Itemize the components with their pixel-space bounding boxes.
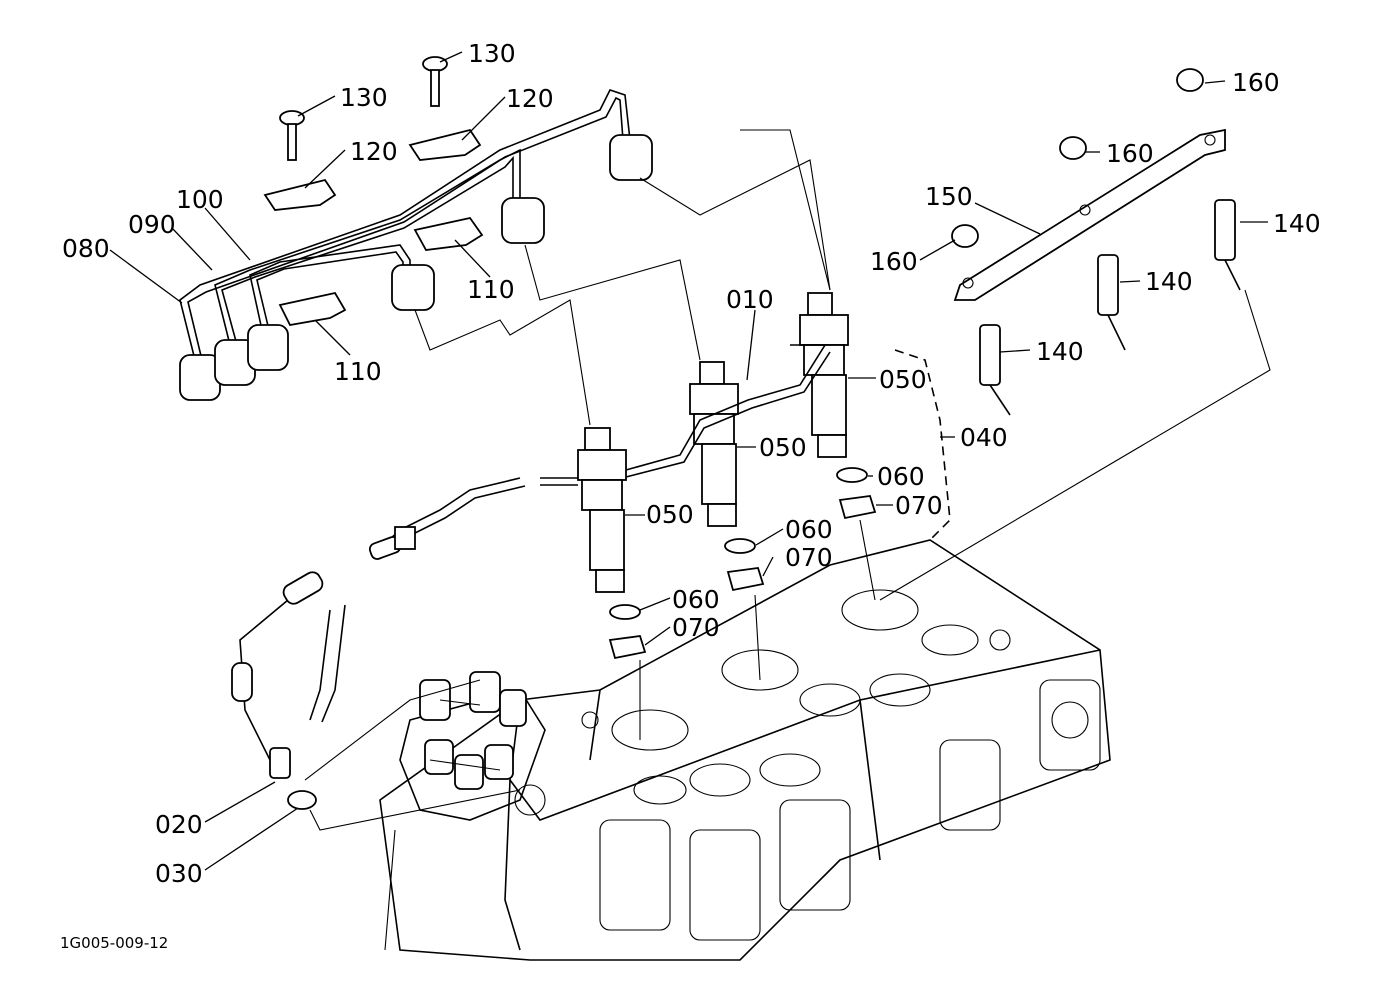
injection-pipes xyxy=(179,89,653,401)
label-070-left: 070 xyxy=(672,613,720,642)
injector-right xyxy=(799,292,877,520)
label-050-right: 050 xyxy=(879,365,927,394)
label-050-left: 050 xyxy=(646,500,694,529)
label-020: 020 xyxy=(155,810,203,839)
label-120-left: 120 xyxy=(350,137,398,166)
label-130-left: 130 xyxy=(340,83,388,112)
label-150: 150 xyxy=(925,182,973,211)
label-140-right: 140 xyxy=(1273,209,1321,238)
label-050-middle: 050 xyxy=(759,433,807,462)
label-160-middle: 160 xyxy=(1106,139,1154,168)
label-110-right: 110 xyxy=(467,275,515,304)
label-030: 030 xyxy=(155,859,203,888)
label-140-left: 140 xyxy=(1036,337,1084,366)
label-110-left: 110 xyxy=(334,357,382,386)
label-120-right: 120 xyxy=(506,84,554,113)
label-070-right: 070 xyxy=(895,491,943,520)
glow-plugs xyxy=(979,199,1241,416)
label-080: 080 xyxy=(62,234,110,263)
label-040: 040 xyxy=(960,423,1008,452)
pipe-clamps xyxy=(263,128,484,327)
label-100: 100 xyxy=(176,185,224,214)
glow-plug-lead xyxy=(953,128,1226,301)
glow-plug-nuts xyxy=(951,68,1204,248)
bolts xyxy=(279,56,448,161)
assembly-lines xyxy=(304,129,1271,831)
label-140-middle: 140 xyxy=(1145,267,1193,296)
part-labels: 130 130 120 120 100 090 080 110 110 010 … xyxy=(60,39,1321,952)
label-160-top: 160 xyxy=(1232,68,1280,97)
label-160-left: 160 xyxy=(870,247,918,276)
return-hoses xyxy=(231,477,526,810)
reference-code: 1G005-009-12 xyxy=(60,934,168,952)
injection-pump xyxy=(399,671,546,821)
label-060-middle: 060 xyxy=(785,515,833,544)
label-070-middle: 070 xyxy=(785,543,833,572)
label-090: 090 xyxy=(128,210,176,239)
label-060-right: 060 xyxy=(877,462,925,491)
leader-lines xyxy=(109,51,1268,871)
label-130-top: 130 xyxy=(468,39,516,68)
injector-left xyxy=(577,427,647,660)
label-010: 010 xyxy=(726,285,774,314)
injector-middle xyxy=(689,361,765,592)
label-060-left: 060 xyxy=(672,585,720,614)
overflow-pipe xyxy=(540,344,831,486)
